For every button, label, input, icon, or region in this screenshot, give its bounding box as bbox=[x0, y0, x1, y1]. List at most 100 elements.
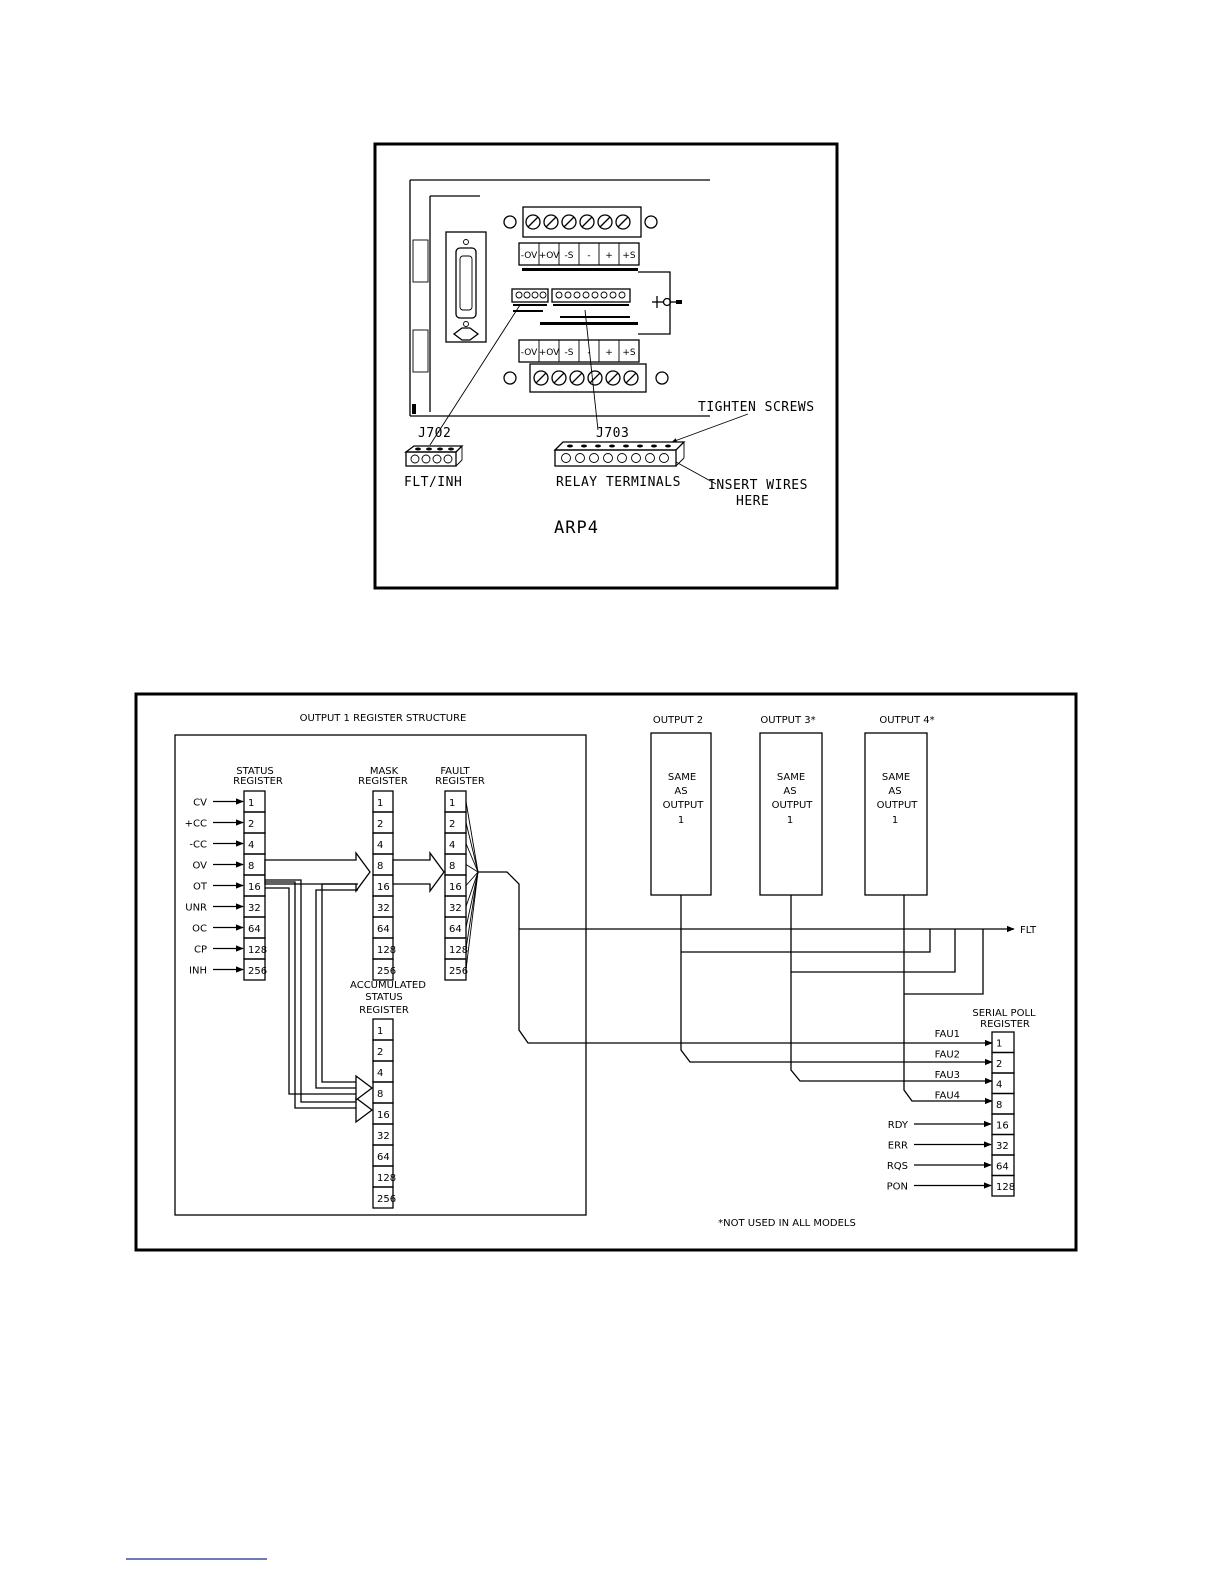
fault-or-line bbox=[465, 801, 479, 873]
status-register-title: REGISTER bbox=[233, 776, 283, 787]
register-bit-value: 8 bbox=[449, 861, 455, 872]
register-bit-value: 2 bbox=[449, 819, 455, 830]
register-bit-value: 128 bbox=[377, 945, 396, 956]
register-bit-value: 1 bbox=[377, 1026, 383, 1037]
serial-poll-title: REGISTER bbox=[980, 1019, 1030, 1030]
accumulated-feedback-arrow bbox=[315, 883, 374, 1102]
terminal-label: + bbox=[605, 348, 613, 358]
terminal-label: -S bbox=[565, 251, 574, 261]
output1-terminal-block: -OV +OV -S - + +S bbox=[503, 339, 669, 393]
register-cell bbox=[372, 958, 394, 981]
accumulated-register-title: ACCUMULATED bbox=[350, 980, 426, 991]
fault-or-line bbox=[465, 871, 479, 970]
register-structure-title: OUTPUT 1 REGISTER STRUCTURE bbox=[300, 713, 467, 724]
register-frame bbox=[134, 692, 1078, 1252]
chassis-outline bbox=[409, 179, 710, 417]
register-bit-value: 32 bbox=[377, 1131, 390, 1142]
terminal-label: +S bbox=[622, 251, 636, 261]
output-3-box: OUTPUT 3* SAME AS OUTPUT 1 bbox=[759, 715, 823, 896]
register-bit-value: 2 bbox=[996, 1059, 1002, 1070]
panel-j702 bbox=[511, 288, 549, 312]
status-to-accumulated-arrow bbox=[265, 879, 374, 1124]
svg-text:OUTPUT: OUTPUT bbox=[663, 800, 705, 811]
terminal-label: - bbox=[587, 348, 590, 358]
tighten-screws-label: TIGHTEN SCREWS bbox=[698, 400, 815, 415]
flt-bus: FLT bbox=[478, 871, 1037, 1105]
register-bit-value: 1 bbox=[248, 798, 254, 809]
terminal-label: -S bbox=[565, 348, 574, 358]
register-bit-value: 128 bbox=[996, 1182, 1015, 1193]
register-bit-value: 32 bbox=[377, 903, 390, 914]
register-bit-value: 128 bbox=[248, 945, 267, 956]
svg-text:1: 1 bbox=[892, 815, 898, 826]
board-outline bbox=[638, 271, 682, 335]
j703-connector bbox=[553, 441, 686, 467]
j703-leader bbox=[584, 309, 599, 431]
fault-or-line bbox=[465, 822, 479, 873]
terminal-label: -OV bbox=[521, 348, 538, 358]
rear-panel-figure: -OV +OV -S - + +S bbox=[373, 142, 839, 590]
register-bit-value: 4 bbox=[377, 840, 383, 851]
svg-text:AS: AS bbox=[783, 786, 796, 797]
screws-top bbox=[525, 214, 631, 230]
register-bit-value: 16 bbox=[248, 882, 261, 893]
mask-register-title: MASK bbox=[370, 766, 399, 777]
serial-bit-name: PON bbox=[887, 1182, 908, 1193]
serial-bit-name: FAU4 bbox=[935, 1091, 960, 1102]
output-2-box: OUTPUT 2 SAME AS OUTPUT 1 bbox=[650, 715, 712, 896]
fault-register-title: REGISTER bbox=[435, 776, 485, 787]
accumulated-register-title: REGISTER bbox=[359, 1005, 409, 1016]
register-bit-value: 64 bbox=[377, 1152, 390, 1163]
terminal-label: - bbox=[587, 251, 590, 261]
serial-bit-name: FAU1 bbox=[935, 1029, 960, 1040]
terminal-label: +S bbox=[622, 348, 636, 358]
terminal-label: +OV bbox=[539, 348, 560, 358]
insert-wires-label: INSERT WIRES bbox=[708, 478, 808, 493]
svg-text:1: 1 bbox=[787, 815, 793, 826]
register-bit-value: 256 bbox=[377, 1194, 396, 1205]
footnote: *NOT USED IN ALL MODELS bbox=[718, 1218, 856, 1229]
fault-or-line bbox=[465, 871, 479, 928]
register-bit-value: 4 bbox=[377, 1068, 383, 1079]
register-bit-value: 8 bbox=[377, 861, 383, 872]
fault-or-line bbox=[465, 843, 479, 873]
register-bit-value: 128 bbox=[377, 1173, 396, 1184]
rear-panel-frame bbox=[373, 142, 839, 590]
fault-or-lines bbox=[465, 801, 479, 970]
svg-text:SAME: SAME bbox=[777, 772, 805, 783]
output-title: OUTPUT 3* bbox=[760, 715, 815, 726]
insert-wires-leader bbox=[675, 461, 717, 485]
register-bit-value: 64 bbox=[996, 1162, 1009, 1173]
gpib-connector bbox=[445, 231, 487, 343]
status-bit-name: OT bbox=[193, 882, 208, 893]
relay-terminals-label: RELAY TERMINALS bbox=[556, 475, 681, 490]
model-label: ARP4 bbox=[554, 518, 599, 538]
svg-text:SAME: SAME bbox=[882, 772, 910, 783]
output-4-box: OUTPUT 4* SAME AS OUTPUT 1 bbox=[864, 715, 935, 896]
register-bit-value: 32 bbox=[248, 903, 261, 914]
svg-text:OUTPUT: OUTPUT bbox=[877, 800, 919, 811]
serial-bit-name: ERR bbox=[888, 1141, 908, 1152]
register-bit-value: 8 bbox=[996, 1100, 1002, 1111]
register-bit-value: 4 bbox=[449, 840, 455, 851]
svg-text:AS: AS bbox=[888, 786, 901, 797]
terminal-label: +OV bbox=[539, 251, 560, 261]
status-bit-name: -CC bbox=[189, 840, 207, 851]
j703-label: J703 bbox=[596, 426, 629, 441]
output-title: OUTPUT 4* bbox=[879, 715, 934, 726]
register-bit-value: 2 bbox=[248, 819, 254, 830]
register-bit-value: 32 bbox=[449, 903, 462, 914]
serial-bit-name: RDY bbox=[888, 1120, 909, 1131]
j702-connector bbox=[404, 445, 464, 467]
register-bit-value: 2 bbox=[377, 1047, 383, 1058]
status-bit-name: INH bbox=[189, 966, 207, 977]
svg-text:OUTPUT: OUTPUT bbox=[772, 800, 814, 811]
status-bit-name: CP bbox=[194, 945, 207, 956]
terminal-label: + bbox=[605, 251, 613, 261]
register-bit-value: 4 bbox=[996, 1080, 1002, 1091]
